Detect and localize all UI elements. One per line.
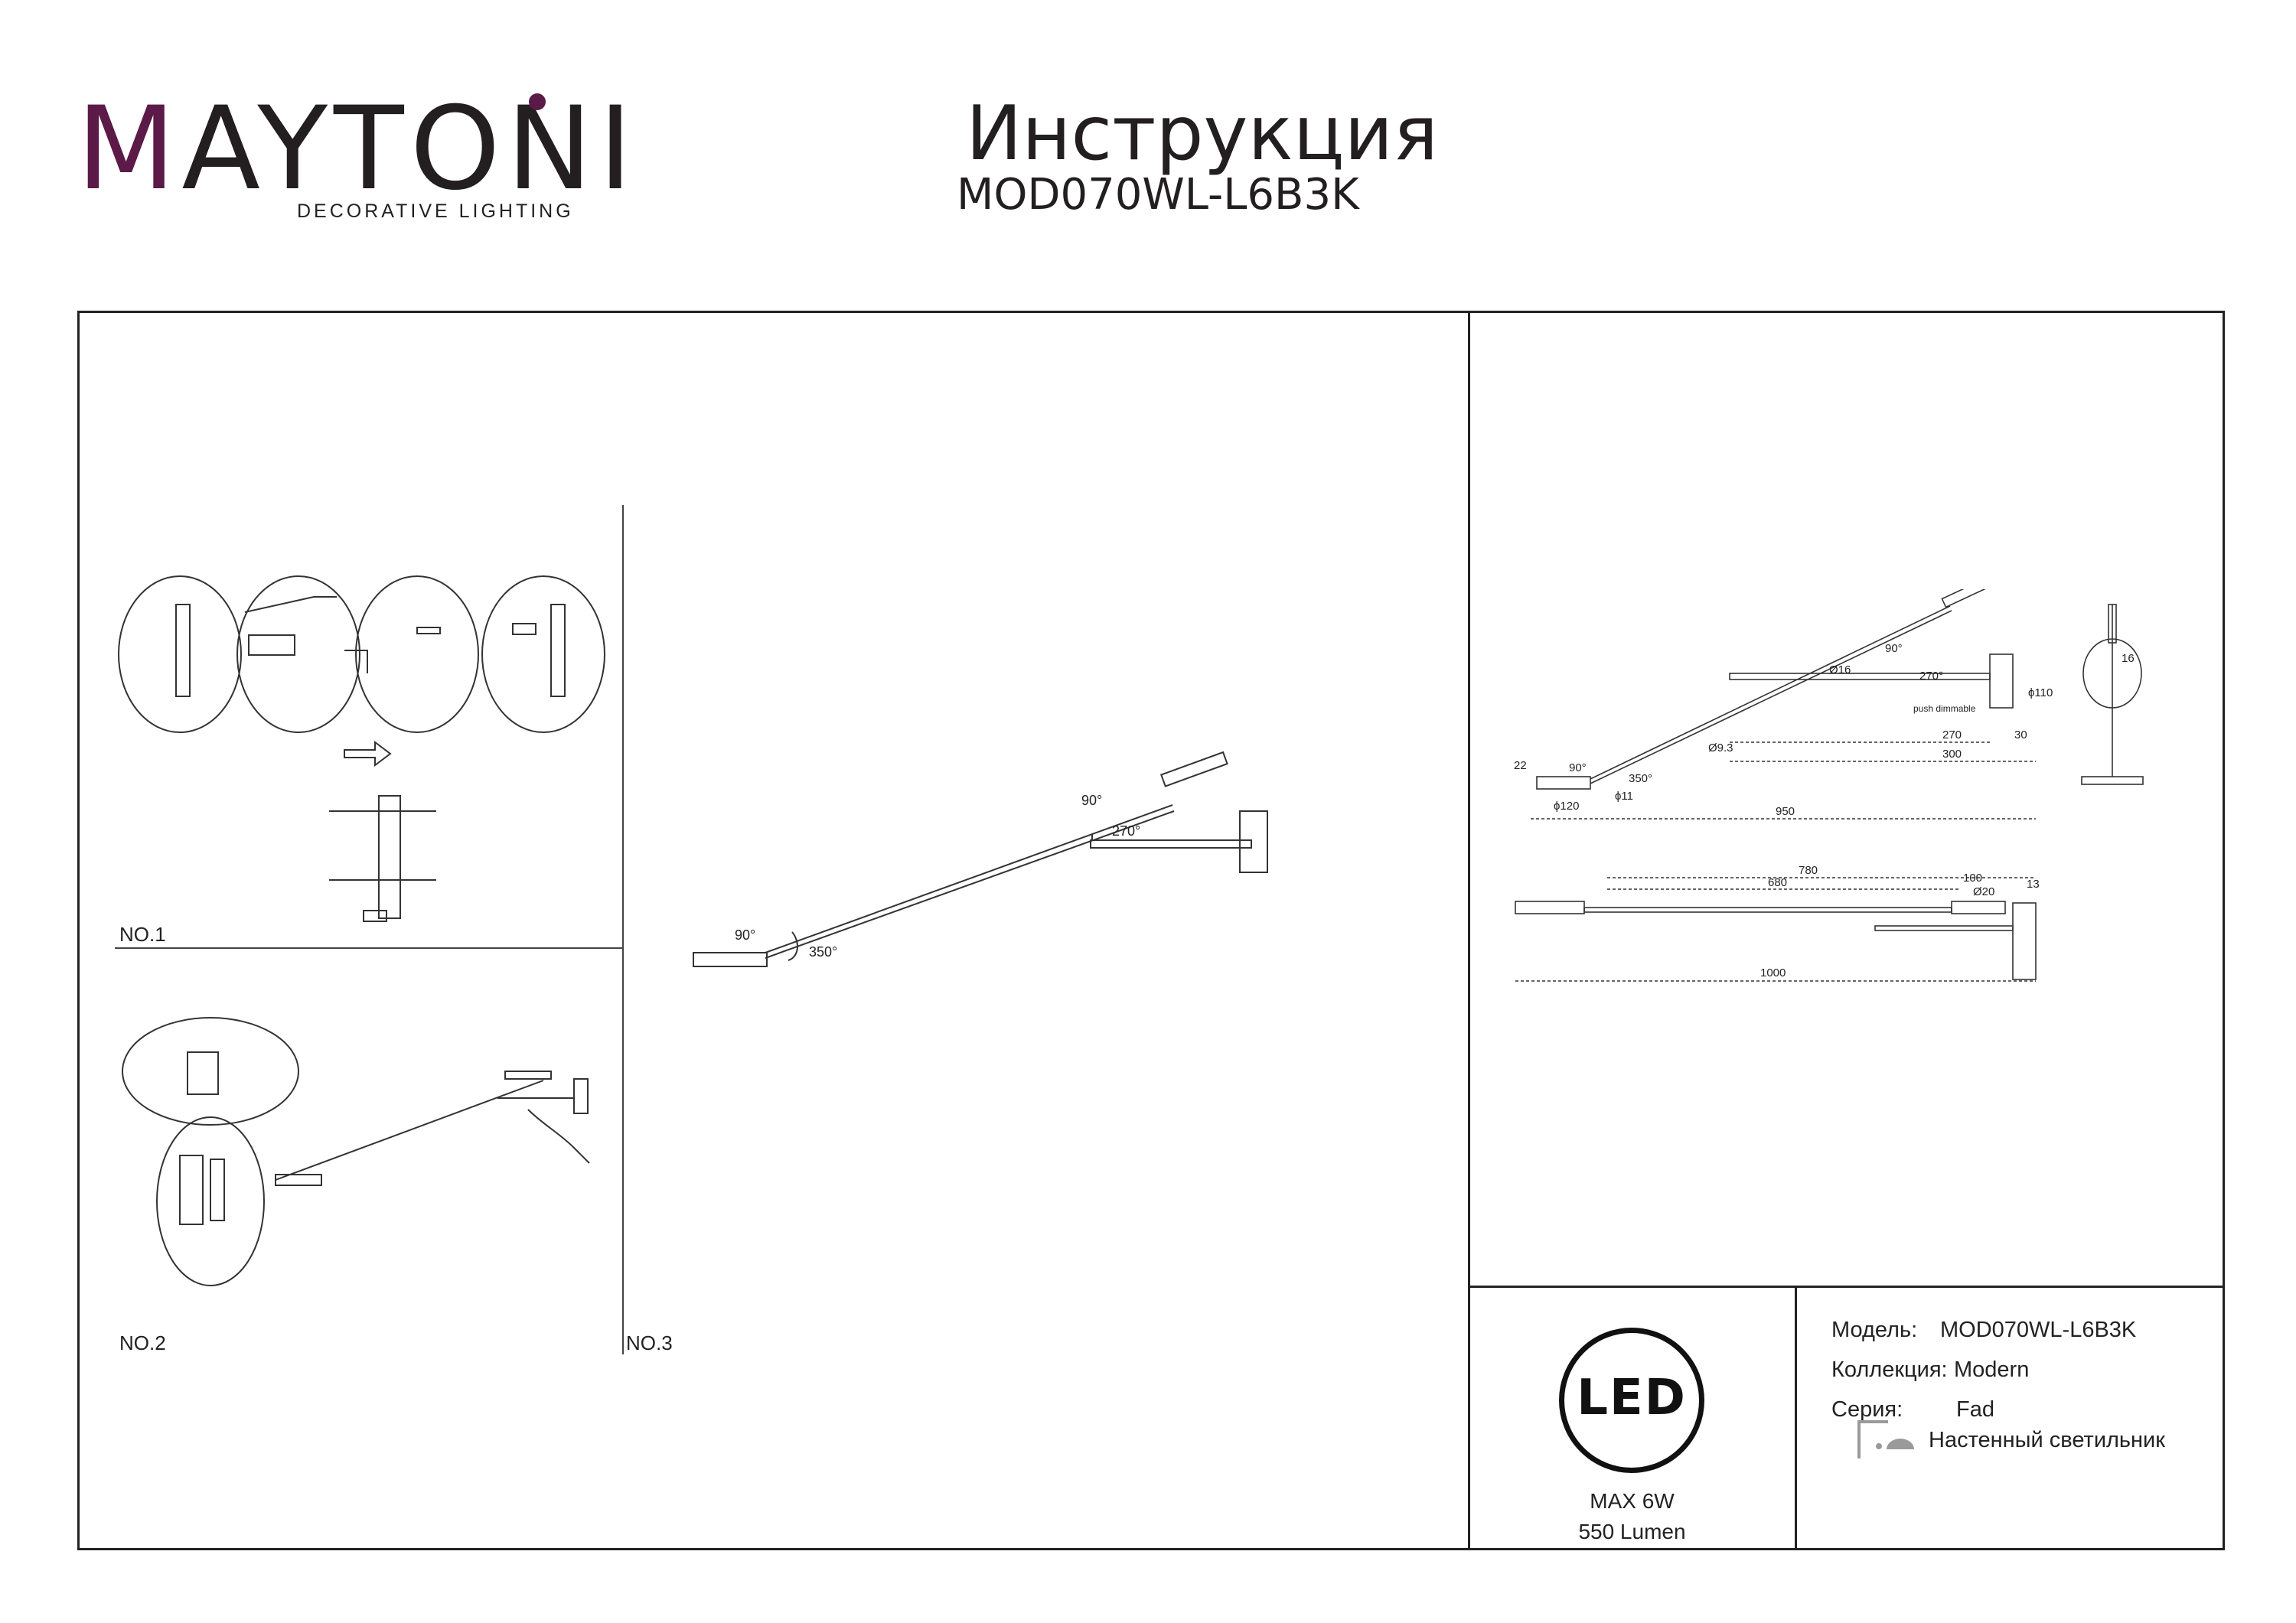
- wall-lamp-icon: [1857, 1420, 1914, 1458]
- dim-top-angle: 90°: [1885, 642, 1903, 655]
- step3-rotation: 350°: [809, 944, 837, 960]
- step1-label: NO.1: [119, 923, 166, 946]
- dim-length-680: 680: [1768, 876, 1787, 889]
- dim-total-950: 950: [1776, 805, 1795, 818]
- dim-length-100: 100: [1963, 872, 1982, 885]
- series-label: Серия:: [1831, 1397, 1903, 1422]
- spec-max-power: MAX 6W: [1590, 1489, 1675, 1513]
- info-divider: [1795, 1286, 1797, 1550]
- dim-bracket-30: 30: [2014, 728, 2027, 741]
- step3-angle-joint: 270°: [1112, 823, 1140, 839]
- led-badge: [1559, 1328, 1704, 1473]
- model-value: MOD070WL-L6B3K: [1940, 1318, 2137, 1342]
- type-value: Настенный светильник: [1929, 1428, 2165, 1452]
- step2-illustration: [122, 1017, 590, 1286]
- steps-divider-horizontal: [115, 947, 622, 949]
- collection-label: Коллекция:: [1831, 1357, 1948, 1382]
- step1-illustration: [118, 575, 605, 922]
- step3-label: NO.3: [626, 1331, 673, 1354]
- dim-total-1000: 1000: [1760, 966, 1786, 979]
- dim-head-rotation: 350°: [1629, 772, 1652, 785]
- series-value: Fad: [1956, 1397, 1994, 1422]
- collection-value: Modern: [1954, 1357, 2030, 1382]
- dim-head-joint: ϕ11: [1615, 790, 1633, 803]
- dim-head-height: 22: [1514, 759, 1527, 772]
- dim-base-height: ϕ110: [2028, 686, 2053, 699]
- dim-head-angle: 90°: [1569, 761, 1587, 774]
- dim-arm-diameter: Ø9.3: [1708, 741, 1733, 754]
- dim-length-13: 13: [2027, 878, 2040, 891]
- step3-angle-top: 90°: [1081, 793, 1102, 808]
- dim-bracket-300: 300: [1942, 748, 1962, 761]
- frame-divider-horizontal: [1468, 1286, 2225, 1288]
- step2-label: NO.2: [119, 1331, 166, 1354]
- brand-logo: MAYTONI: [77, 83, 639, 216]
- dim-switch-note: push dimmable: [1913, 703, 1976, 714]
- document-model-code: MOD070WL-L6B3K: [957, 170, 1359, 220]
- dim-head-width: ϕ120: [1554, 800, 1579, 813]
- instruction-frame: [77, 311, 2225, 1550]
- dim-pivot-diameter: Ø16: [1829, 663, 1851, 676]
- model-label: Модель:: [1831, 1318, 1918, 1342]
- dim-bracket-270: 270: [1942, 728, 1962, 741]
- dim-length-780: 780: [1799, 864, 1818, 877]
- dim-side-width: 16: [2122, 652, 2135, 665]
- dim-diameter-20: Ø20: [1973, 885, 1994, 898]
- brand-tagline: DECORATIVE LIGHTING: [297, 200, 574, 222]
- document-title: Инструкция: [966, 90, 1439, 178]
- step3-angle-head: 90°: [735, 927, 755, 943]
- spec-lumen: 550 Lumen: [1578, 1520, 1686, 1543]
- dimension-drawing: 22 90° 350° ϕ120 ϕ11 Ø9.3 Ø16 90° 270° p…: [1514, 589, 2144, 982]
- steps-divider-vertical: [622, 505, 624, 1354]
- brand-logo-dot: [529, 93, 546, 110]
- led-badge-label: LED: [1577, 1370, 1687, 1426]
- step3-illustration: 90° 350° 90° 270°: [693, 751, 1268, 967]
- frame-divider-vertical: [1468, 311, 1470, 1550]
- dim-joint-angle: 270°: [1919, 670, 1943, 683]
